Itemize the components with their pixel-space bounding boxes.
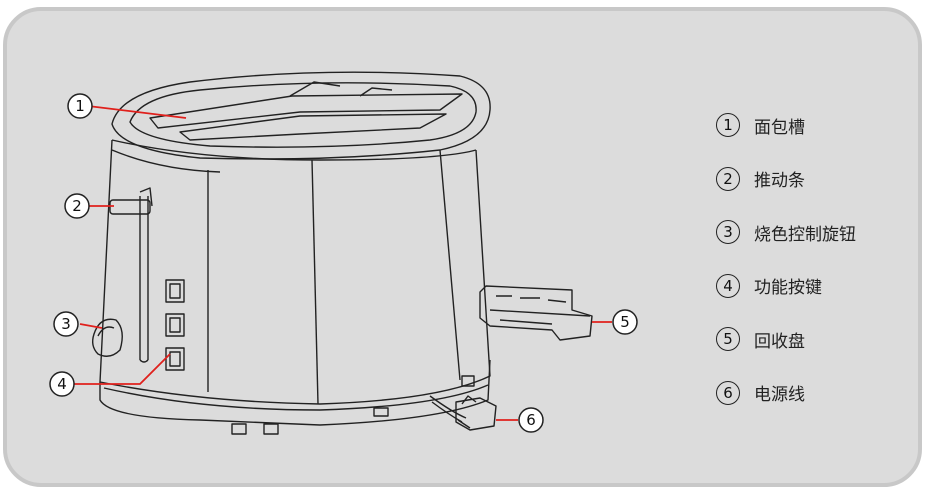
svg-text:4: 4 — [57, 375, 67, 393]
legend-item-function-buttons: 4 功能按键 — [716, 273, 856, 299]
svg-text:5: 5 — [620, 313, 630, 331]
legend-label: 回收盘 — [754, 331, 805, 352]
svg-text:6: 6 — [526, 411, 536, 429]
toaster-illustration — [91, 71, 593, 435]
callout-6: 6 — [518, 407, 544, 433]
diagram-panel — [3, 7, 922, 487]
legend-number: 4 — [716, 273, 740, 298]
legend-item-browning-knob: 3 烧色控制旋钮 — [716, 219, 856, 245]
legend-number: 5 — [716, 327, 740, 351]
callout-1: 1 — [67, 93, 93, 119]
svg-text:1: 1 — [75, 97, 85, 115]
legend-label: 电源线 — [754, 385, 805, 405]
legend-item-bread-slot: 1 面包槽 — [716, 112, 856, 138]
svg-text:3: 3 — [61, 315, 71, 333]
legend-number: 3 — [716, 220, 740, 244]
legend-item-lever: 2 推动条 — [716, 166, 856, 192]
legend-number: 6 — [716, 380, 740, 405]
legend-label: 功能按键 — [754, 278, 822, 298]
parts-legend: 1 面包槽 2 推动条 3 烧色控制旋钮 4 功能按键 5 回收盘 6 电源线 — [716, 112, 856, 433]
legend-label: 烧色控制旋钮 — [754, 224, 856, 245]
legend-number: 2 — [716, 166, 740, 191]
callout-4: 4 — [49, 371, 75, 397]
legend-item-power-cord: 6 电源线 — [716, 380, 856, 406]
legend-item-crumb-tray: 5 回收盘 — [716, 326, 856, 352]
legend-label: 推动条 — [754, 171, 805, 191]
callout-5: 5 — [612, 309, 638, 335]
callout-3: 3 — [53, 311, 79, 337]
legend-number: 1 — [716, 113, 740, 137]
callout-2: 2 — [64, 193, 90, 219]
legend-label: 面包槽 — [754, 117, 805, 138]
svg-text:2: 2 — [72, 197, 82, 215]
leader-lines — [72, 105, 612, 421]
